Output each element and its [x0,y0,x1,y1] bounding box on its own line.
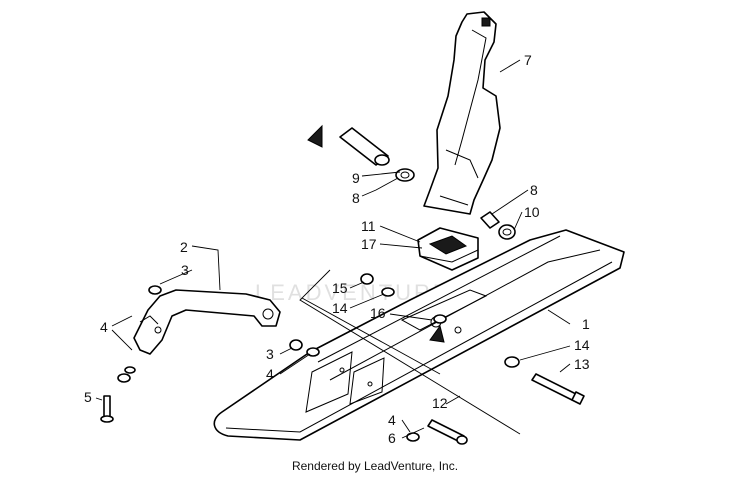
callout-4-ski: 4 [266,366,274,382]
callout-8: 8 [352,190,360,206]
part-bushing-left [395,168,415,182]
callout-16: 16 [370,305,386,321]
render-credit: Rendered by LeadVenture, Inc. [291,459,459,473]
callout-14: 14 [332,300,348,316]
part-ski-loop [133,289,281,355]
callout-7: 7 [524,52,532,68]
callout-2: 2 [180,239,188,255]
callout-9: 9 [352,170,360,186]
part-ski [213,229,625,441]
part-bumper-block [417,227,479,271]
part-bushing-pin [307,124,390,166]
part-bolt-5 [100,395,114,423]
callout-4-bottom: 4 [388,412,396,428]
part-nut-lower [117,373,131,383]
part-nut-upper [148,285,162,295]
direction-arrow-icon [429,324,445,343]
callout-3-upper: 3 [181,262,189,278]
callout-10: 10 [524,204,540,220]
callout-12: 12 [432,395,448,411]
callout-8-right: 8 [530,182,538,198]
callout-11: 11 [361,218,376,234]
part-nut-4 [124,366,136,374]
callout-5: 5 [84,389,92,405]
part-spindle [423,11,501,215]
part-bolt-13 [531,373,585,405]
callout-4-loop: 4 [100,319,108,335]
callout-17: 17 [361,236,377,252]
direction-arrow-icon [307,124,323,148]
callout-15: 15 [332,280,348,296]
callout-6: 6 [388,430,396,446]
part-nut-15 [360,273,374,285]
part-bushing-right [480,211,516,240]
leader-lines [95,59,571,439]
part-bolt-6 [427,419,468,445]
part-nut-ski [289,339,303,351]
callout-13: 13 [574,356,590,372]
callout-3-ski: 3 [266,346,274,362]
callout-14-right: 14 [574,337,590,353]
callout-1: 1 [582,316,590,332]
callouts: 7 9 8 8 10 11 17 2 3 4 5 15 14 16 3 4 1 … [84,52,590,446]
